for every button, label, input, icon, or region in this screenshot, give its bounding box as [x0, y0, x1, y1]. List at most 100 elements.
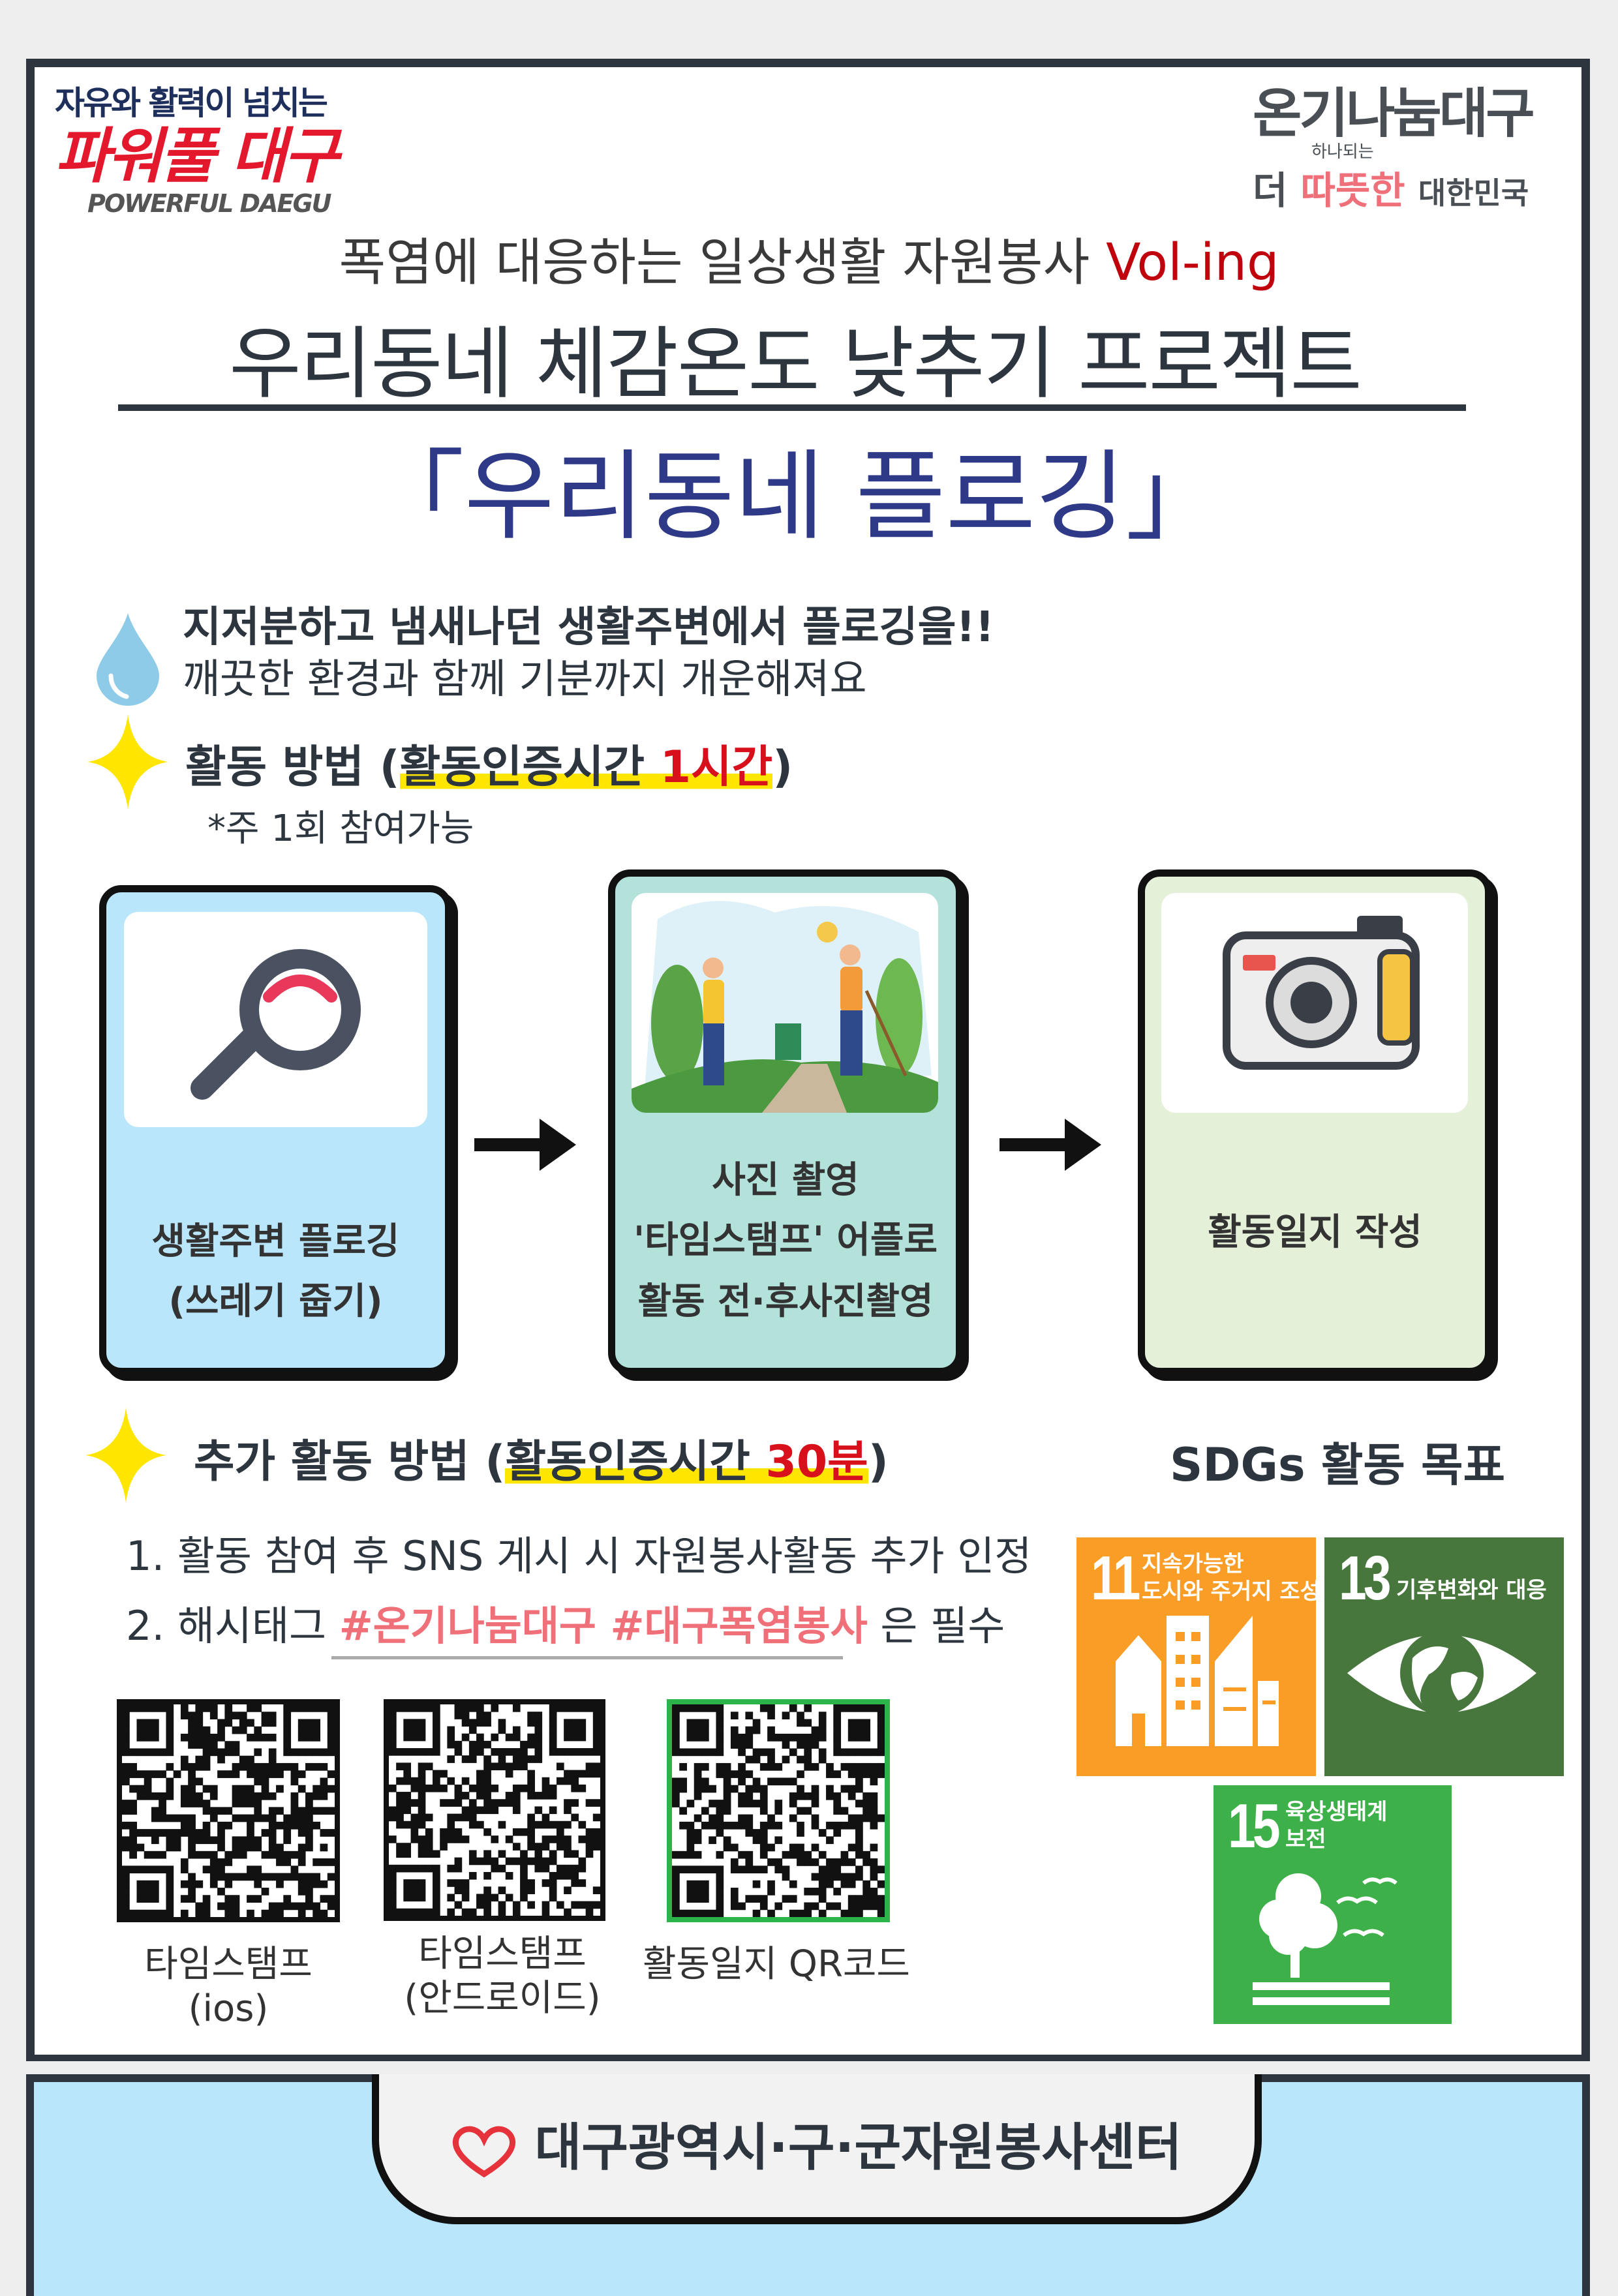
qr-module	[209, 1741, 218, 1749]
qr-module	[520, 1864, 528, 1873]
qr-module	[410, 1828, 419, 1836]
qr-module	[855, 1785, 863, 1793]
qr-module	[672, 1880, 680, 1888]
qr-module	[491, 1894, 499, 1902]
qr-module	[180, 1821, 189, 1830]
qr-module	[454, 1857, 463, 1865]
qr-module	[327, 1858, 335, 1866]
qr-module	[129, 1800, 137, 1807]
qr-module	[166, 1895, 174, 1903]
qr-module	[447, 1894, 455, 1902]
qr-module	[159, 1865, 166, 1874]
qr-module	[276, 1821, 284, 1830]
qr-module	[468, 1813, 477, 1822]
method-cert: 활동인증시간 1시간	[399, 742, 773, 793]
qr-module	[151, 1865, 159, 1874]
qr-module	[122, 1836, 130, 1845]
qr-module	[877, 1704, 885, 1712]
qr-module	[745, 1726, 754, 1734]
qr-module	[592, 1740, 601, 1749]
qr-module	[224, 1712, 233, 1719]
qr-module	[447, 1828, 455, 1836]
qr-module	[789, 1880, 797, 1888]
qr-module	[166, 1726, 174, 1734]
qr-module	[144, 1880, 152, 1888]
qr-module	[425, 1908, 433, 1916]
qr-module	[549, 1857, 557, 1865]
qr-module	[840, 1909, 849, 1918]
qr-module	[180, 1785, 189, 1793]
qr-module	[261, 1785, 269, 1793]
qr-module	[855, 1733, 863, 1742]
qr-module	[136, 1792, 145, 1800]
qr-module	[389, 1864, 397, 1873]
extra-heading: 추가 활동 방법 (활동인증시간 30분)	[194, 1425, 889, 1490]
qr-module	[261, 1733, 269, 1742]
qr-module	[789, 1733, 797, 1742]
qr-module	[701, 1880, 709, 1888]
qr-module	[447, 1835, 455, 1843]
qr-module	[745, 1755, 754, 1764]
qr-module	[811, 1888, 819, 1896]
qr-module	[254, 1873, 262, 1881]
qr-module	[476, 1784, 484, 1792]
qr-module	[520, 1748, 528, 1756]
qr-module	[283, 1704, 292, 1712]
qr-module	[491, 1733, 499, 1742]
qr-module	[122, 1821, 130, 1830]
powerful-daegu-logo: 자유와 활력이 넘치는 파워풀 대구 POWERFUL DAEGU	[55, 77, 381, 218]
qr-module	[403, 1733, 412, 1742]
qr-module	[298, 1770, 306, 1778]
sdg-label-line1: 기후변화와 대응	[1396, 1577, 1547, 1603]
slogan-en: POWERFUL DAEGU	[87, 189, 332, 218]
qr-module	[136, 1880, 145, 1888]
qr-module	[840, 1704, 849, 1712]
qr-module	[527, 1813, 535, 1822]
qr-module	[752, 1800, 761, 1807]
qr-module	[283, 1741, 292, 1749]
qr-module	[818, 1909, 827, 1918]
qr-module	[542, 1864, 550, 1873]
qr-module	[483, 1712, 491, 1719]
qr-module	[701, 1726, 709, 1734]
qr-module	[556, 1704, 564, 1712]
qr-module	[870, 1888, 878, 1896]
qr-code-activity-log[interactable]	[667, 1699, 890, 1922]
qr-module	[672, 1712, 680, 1719]
qr-module	[498, 1820, 506, 1829]
qr-module	[283, 1895, 292, 1903]
qr-module	[410, 1813, 419, 1822]
qr-module	[870, 1821, 878, 1830]
qr-module	[283, 1762, 292, 1771]
qr-module	[217, 1902, 225, 1911]
qr-label-line1: 타임스탬프	[144, 1943, 313, 1986]
qr-module	[716, 1726, 724, 1734]
qr-module	[738, 1762, 746, 1771]
qr-module	[759, 1902, 768, 1911]
qr-code-timestamp-android[interactable]	[384, 1699, 605, 1921]
qr-module	[202, 1704, 211, 1712]
qr-code-timestamp-ios[interactable]	[117, 1699, 340, 1922]
qr-module	[247, 1755, 254, 1764]
qr-module	[745, 1895, 754, 1903]
qr-module	[542, 1792, 550, 1800]
qr-module	[468, 1806, 477, 1815]
qr-module	[855, 1829, 863, 1837]
qr-module	[804, 1858, 812, 1866]
qr-module	[166, 1843, 174, 1852]
qr-module	[418, 1835, 426, 1843]
qr-module	[672, 1726, 680, 1734]
qr-module	[716, 1865, 724, 1874]
qr-module	[239, 1726, 247, 1734]
qr-module	[701, 1777, 709, 1786]
qr-module	[855, 1850, 863, 1859]
qr-module	[833, 1888, 842, 1896]
qr-module	[410, 1835, 419, 1843]
qr-module	[833, 1902, 842, 1911]
qr-module	[833, 1858, 842, 1866]
ongi-nanum-logo: 온기나눔대구 하나되는 더 따뜻한 대한민국	[1253, 78, 1559, 219]
method-cert-value: 1시간	[660, 742, 773, 793]
extra-cert: 활동인증시간 30분	[505, 1436, 868, 1488]
qr-module	[855, 1821, 863, 1830]
qr-module	[298, 1733, 306, 1742]
